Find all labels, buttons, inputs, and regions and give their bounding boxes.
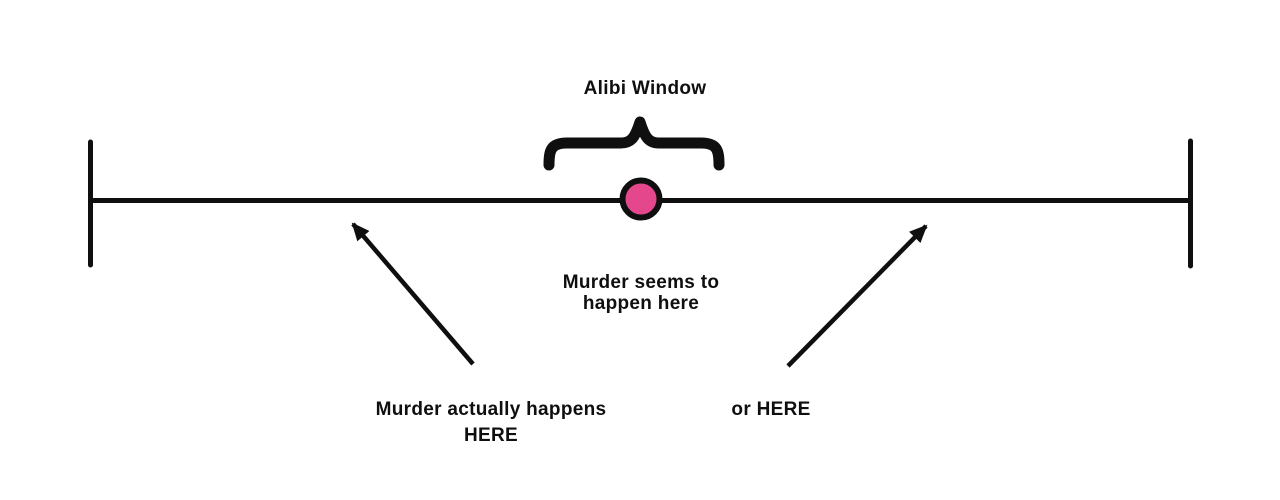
murder-actually-label: Murder actually happens HERE: [375, 399, 607, 446]
alibi-window-label: Alibi Window: [583, 78, 707, 99]
arrow-or-here-icon: [786, 224, 928, 368]
alibi-window-brace-icon: [543, 116, 725, 171]
murder-seems-label: Murder seems to happen here: [562, 272, 720, 314]
murder-point-marker: [619, 177, 663, 221]
arrow-actual-murder-icon: [351, 222, 475, 366]
or-here-label: or HERE: [731, 399, 811, 420]
